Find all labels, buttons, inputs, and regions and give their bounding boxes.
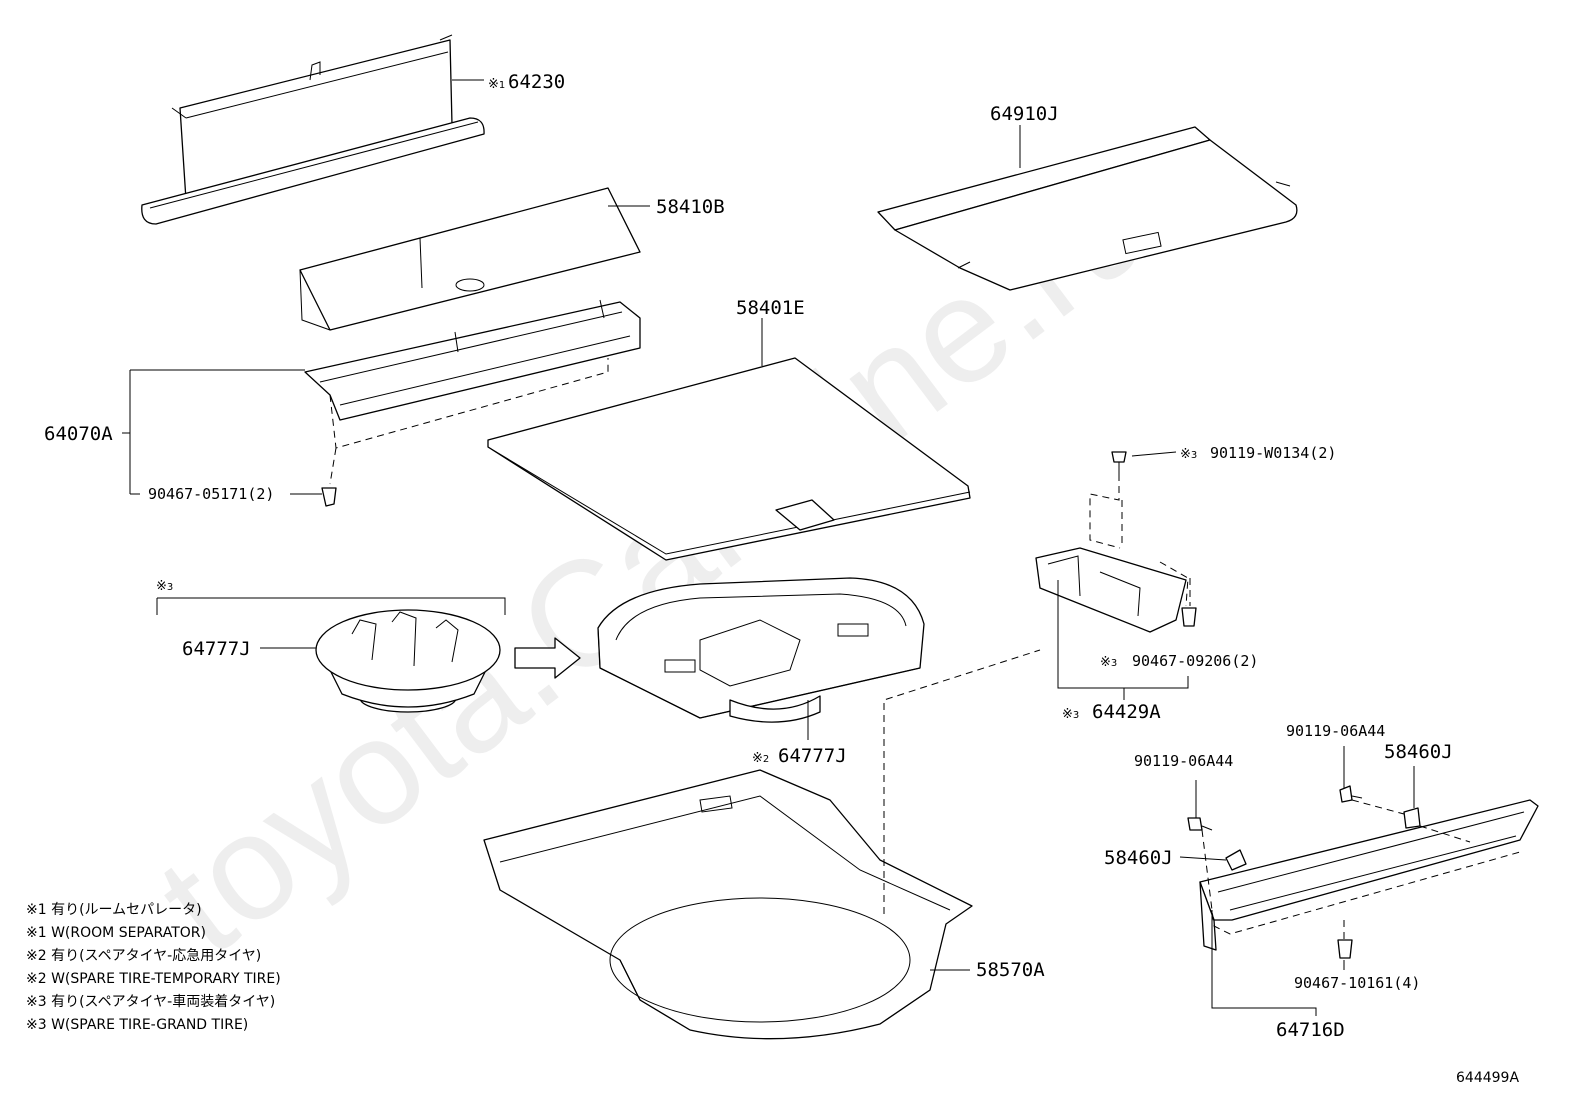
part-58410B-lid[interactable] bbox=[299, 187, 641, 331]
label-64230[interactable]: 64230 bbox=[508, 71, 565, 93]
label-90119-06A44-left[interactable]: 90119-06A44 bbox=[1134, 752, 1233, 770]
leader-lines bbox=[122, 79, 1415, 1016]
legend-line: ※3 有り(スペアタイヤ-車両装着タイヤ) bbox=[26, 993, 275, 1010]
assembly-dashed-lines bbox=[329, 358, 1521, 940]
label-58401E[interactable]: 58401E bbox=[736, 297, 805, 319]
part-58570A-trunk-tub[interactable] bbox=[483, 769, 973, 1040]
label-90119-W0134[interactable]: 90119-W0134(2) bbox=[1210, 444, 1336, 462]
arrow-right-icon bbox=[514, 637, 581, 679]
label-58570A[interactable]: 58570A bbox=[976, 959, 1045, 981]
part-90467-10161-clip[interactable] bbox=[1337, 939, 1353, 959]
label-90467-05171[interactable]: 90467-05171(2) bbox=[148, 485, 274, 503]
label-64777J-large[interactable]: 64777J bbox=[778, 745, 847, 767]
figure-number: 644499A bbox=[1456, 1070, 1519, 1086]
legend-line: ※1 有り(ルームセパレータ) bbox=[26, 902, 202, 918]
legend-line: ※2 有り(スペアタイヤ-応急用タイヤ) bbox=[26, 948, 261, 964]
note-mark: ※3 bbox=[1062, 707, 1079, 722]
part-90119-06A44-screw-right[interactable] bbox=[1339, 785, 1363, 803]
part-64777J-spare-tray-large[interactable] bbox=[597, 577, 925, 723]
label-90119-06A44-right[interactable]: 90119-06A44 bbox=[1286, 722, 1385, 740]
label-64910J[interactable]: 64910J bbox=[990, 103, 1059, 125]
part-58460J-clip-right[interactable] bbox=[1403, 807, 1421, 829]
legend-line: ※1 W(ROOM SEPARATOR) bbox=[26, 925, 206, 941]
part-90119-W0134-screw[interactable] bbox=[1111, 451, 1127, 474]
label-58460J-right[interactable]: 58460J bbox=[1384, 741, 1453, 763]
legend-line: ※2 W(SPARE TIRE-TEMPORARY TIRE) bbox=[26, 971, 281, 987]
part-64716D-scuff-plate[interactable] bbox=[1199, 799, 1539, 951]
part-90467-09206-clip[interactable] bbox=[1181, 607, 1197, 627]
part-58460J-clip-left[interactable] bbox=[1225, 849, 1247, 871]
label-64070A[interactable]: 64070A bbox=[44, 423, 113, 445]
label-64429A[interactable]: 64429A bbox=[1092, 701, 1161, 723]
label-58460J-left[interactable]: 58460J bbox=[1104, 847, 1173, 869]
note-mark: ※2 bbox=[752, 751, 769, 766]
part-64230-room-separator[interactable] bbox=[141, 34, 485, 225]
part-90119-06A44-screw-left[interactable] bbox=[1187, 817, 1213, 831]
note-mark: ※3 bbox=[1180, 447, 1197, 462]
part-90467-05171-clip[interactable] bbox=[321, 487, 337, 507]
label-90467-09206[interactable]: 90467-09206(2) bbox=[1132, 652, 1258, 670]
part-64429A-bracket[interactable] bbox=[1035, 547, 1187, 633]
part-labels: ※1 64230 58410B 64910J 58401E 64070A 904… bbox=[44, 71, 1453, 1041]
note-mark: ※3 bbox=[1100, 655, 1117, 670]
part-64910J-tonneau-cover[interactable] bbox=[877, 126, 1298, 291]
label-58410B[interactable]: 58410B bbox=[656, 196, 725, 218]
label-64716D[interactable]: 64716D bbox=[1276, 1019, 1345, 1041]
part-58401E-deck-board[interactable] bbox=[487, 357, 971, 561]
label-90467-10161[interactable]: 90467-10161(4) bbox=[1294, 974, 1420, 992]
group-note-mark: ※3 bbox=[156, 579, 173, 594]
legend-line: ※3 W(SPARE TIRE-GRAND TIRE) bbox=[26, 1017, 248, 1033]
label-64777J-small[interactable]: 64777J bbox=[182, 638, 251, 660]
legend: ※1 有り(ルームセパレータ) ※1 W(ROOM SEPARATOR) ※2 … bbox=[26, 902, 281, 1033]
note-mark: ※1 bbox=[488, 77, 505, 92]
part-64777J-spare-tray-small[interactable] bbox=[315, 609, 501, 713]
